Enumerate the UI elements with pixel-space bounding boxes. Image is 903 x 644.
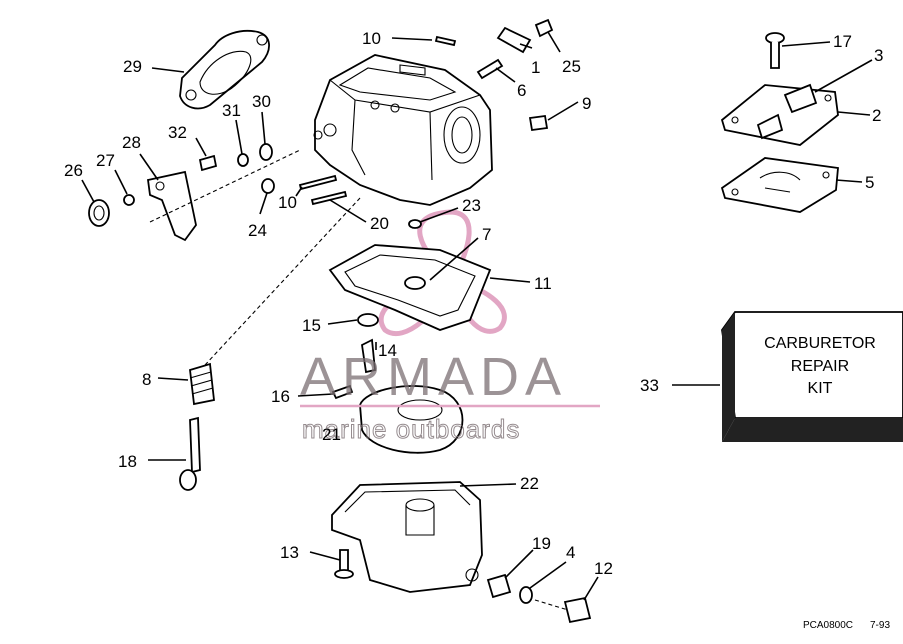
- callout-7: 7: [482, 225, 491, 244]
- callout-14: 14: [378, 341, 397, 360]
- callout-5: 5: [865, 173, 874, 192]
- callout-27: 27: [96, 151, 115, 170]
- small-parts: [88, 18, 592, 624]
- callout-6: 6: [517, 81, 526, 100]
- watermark-brand: ARMADA: [300, 347, 567, 407]
- callout-25: 25: [562, 57, 581, 76]
- callout-4: 4: [566, 543, 575, 562]
- callout-21: 21: [322, 425, 341, 444]
- callout-28: 28: [122, 133, 141, 152]
- callout-12: 12: [594, 559, 613, 578]
- callout-26: 26: [64, 161, 83, 180]
- callout-32: 32: [168, 123, 187, 142]
- cover-plate-2: [720, 83, 839, 146]
- callout-8: 8: [142, 370, 151, 389]
- float-21: [359, 385, 464, 454]
- callout-13: 13: [280, 543, 299, 562]
- callout-29: 29: [123, 57, 142, 76]
- leader-lines: [81, 31, 873, 611]
- callout-1: 1: [531, 58, 540, 77]
- callout-11: 11: [534, 274, 552, 293]
- kit-label-line2: REPAIR: [791, 358, 849, 375]
- figure-date: 7-93: [870, 620, 890, 631]
- callout-9: 9: [582, 94, 591, 113]
- screw-17: [765, 32, 785, 69]
- callout-numbers: 29 10 1 25 6 9 17 3 2 5 30 31 32 28 27 2…: [64, 29, 883, 578]
- callout-15: 15: [302, 316, 321, 335]
- repair-kit-box-33: CARBURETOR REPAIR KIT: [721, 311, 903, 442]
- callout-3: 3: [874, 46, 883, 65]
- float-bowl-gasket-11: [328, 244, 492, 331]
- watermark-tagline: marine outboards: [302, 414, 520, 444]
- kit-label-line1: CARBURETOR: [764, 335, 876, 352]
- callout-23: 23: [462, 196, 481, 215]
- callout-16: 16: [271, 387, 290, 406]
- callout-10-top: 10: [362, 29, 381, 48]
- callout-33: 33: [640, 376, 659, 395]
- callout-30: 30: [252, 92, 271, 111]
- float-bowl-22: [331, 481, 483, 593]
- gasket-29: [179, 30, 270, 110]
- callout-22: 22: [520, 474, 539, 493]
- callout-2: 2: [872, 106, 881, 125]
- kit-label-line3: KIT: [808, 380, 833, 397]
- callout-10-lower: 10: [278, 193, 297, 212]
- callout-24: 24: [248, 221, 267, 240]
- figure-code: PCA0800C: [803, 620, 853, 631]
- callout-20: 20: [370, 214, 389, 233]
- callout-17: 17: [833, 32, 852, 51]
- callout-31: 31: [222, 101, 241, 120]
- callout-18: 18: [118, 452, 137, 471]
- diaphragm-5: [720, 157, 839, 213]
- carburetor-body: [313, 54, 493, 206]
- callout-19: 19: [532, 534, 551, 553]
